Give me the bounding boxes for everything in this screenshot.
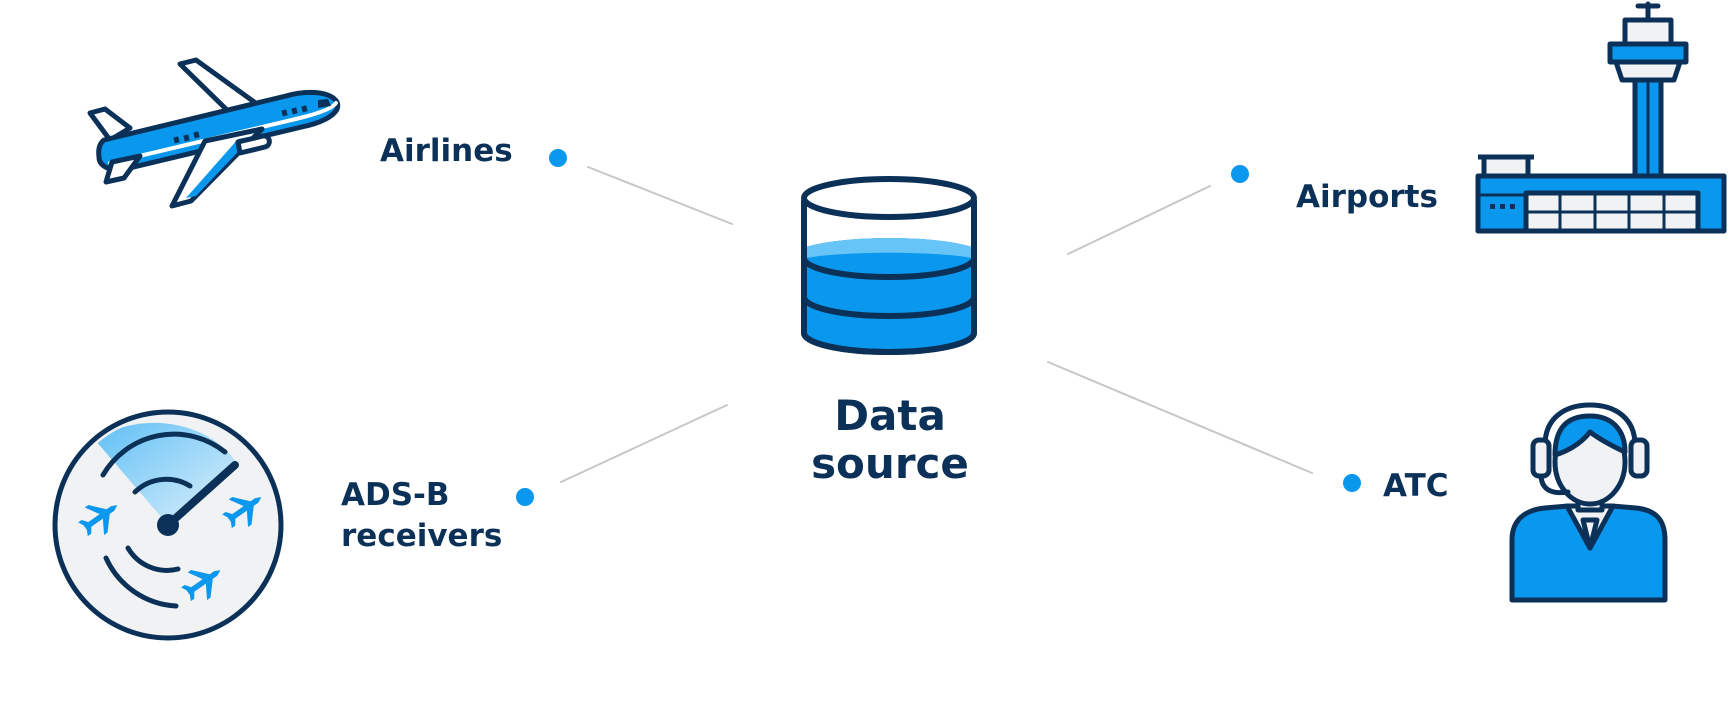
adsb-receivers-label: ADS-B receivers (341, 475, 502, 557)
database-icon (801, 176, 977, 355)
atc-label: ATC (1383, 468, 1449, 504)
adsb-label-line2: receivers (341, 518, 503, 555)
connector-airlines (587, 166, 733, 225)
connector-atc (1047, 361, 1313, 474)
data-source-line1: Data (834, 391, 946, 440)
radar-icon (52, 409, 284, 641)
dot-airlines (549, 149, 567, 167)
dot-airports (1231, 165, 1249, 183)
airport-terminal-icon (1475, 1, 1727, 234)
dot-adsb (516, 488, 534, 506)
connector-dots (516, 149, 1361, 506)
connector-airports (1067, 185, 1211, 255)
data-source-line2: source (811, 439, 969, 489)
airports-label: Airports (1296, 179, 1438, 215)
airplane-icon (87, 57, 341, 209)
adsb-label-line1: ADS-B (341, 477, 450, 513)
data-source-label: Data source (770, 391, 1010, 489)
airlines-label: Airlines (380, 133, 513, 169)
connectors (560, 166, 1313, 483)
connector-adsb (560, 404, 728, 483)
dot-atc (1343, 474, 1361, 492)
air-traffic-controller-icon (1509, 402, 1668, 603)
